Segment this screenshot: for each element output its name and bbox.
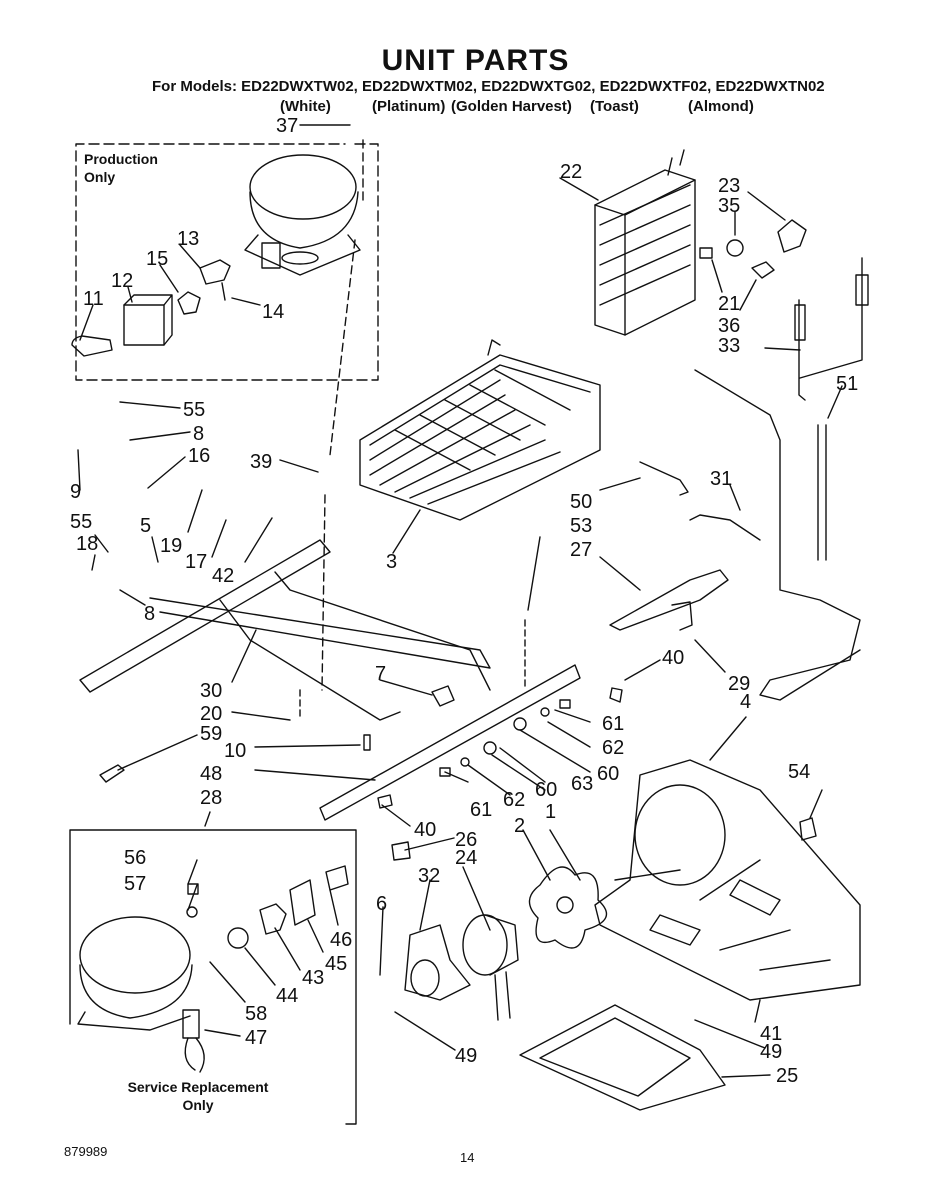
callout-label: 13 — [177, 228, 199, 250]
callout-label: 62 — [503, 789, 525, 811]
callout-label: 8 — [144, 603, 155, 625]
model-color-white: (White) — [280, 98, 331, 115]
callout-label: 57 — [124, 873, 146, 895]
callout-label: 39 — [250, 451, 272, 473]
models-line: For Models: ED22DWXTW02, ED22DWXTM02, ED… — [152, 78, 825, 95]
model-color-almond: (Almond) — [688, 98, 754, 115]
callout-label: 59 — [200, 723, 222, 745]
callout-label: 6 — [376, 893, 387, 915]
callout-label: 7 — [375, 663, 386, 685]
callout-label: 61 — [602, 713, 624, 735]
callout-label: 25 — [776, 1065, 798, 1087]
callout-label: 48 — [200, 763, 222, 785]
callout-label: 27 — [570, 539, 592, 561]
callout-label: 40 — [662, 647, 684, 669]
compressor-service-shape — [77, 916, 205, 1073]
callout-label: 60 — [597, 763, 619, 785]
callout-label: 63 — [571, 773, 593, 795]
callout-label: 55 — [183, 399, 205, 421]
callout-label: 44 — [276, 985, 298, 1007]
callout-label: 17 — [185, 551, 207, 573]
document-number: 879989 — [64, 1144, 108, 1159]
callout-label: 50 — [570, 491, 592, 513]
evaporator-shape — [594, 149, 696, 336]
model-color-platinum: (Platinum) — [372, 98, 446, 115]
callout-label: 56 — [124, 847, 146, 869]
callout-labels: 37 22 23 35 13 15 12 11 14 21 36 33 55 8… — [70, 115, 858, 1087]
compressor-production-shape — [244, 154, 361, 276]
callout-label: 35 — [718, 195, 740, 217]
callout-label: 55 — [70, 511, 92, 533]
callout-label: 32 — [418, 865, 440, 887]
callout-label: 41 — [760, 1023, 782, 1045]
callout-label: 42 — [212, 565, 234, 587]
callout-label: 23 — [718, 175, 740, 197]
condenser-shape — [359, 339, 601, 521]
callout-label: 2 — [514, 815, 525, 837]
callout-label: 15 — [146, 248, 168, 270]
callout-label: 20 — [200, 703, 222, 725]
callout-label: 14 — [262, 301, 284, 323]
callout-label: 12 — [111, 270, 133, 292]
callout-label: 43 — [302, 967, 324, 989]
service-note-line2: Only — [182, 1097, 214, 1113]
callout-label: 51 — [836, 373, 858, 395]
callout-label: 1 — [545, 801, 556, 823]
callout-label: 8 — [193, 423, 204, 445]
service-note-line1: Service Replacement — [127, 1079, 269, 1095]
production-only-box — [75, 143, 379, 381]
callout-label: 53 — [570, 515, 592, 537]
callout-label: 26 — [455, 829, 477, 851]
callout-label: 11 — [83, 288, 104, 310]
callout-label: 49 — [455, 1045, 477, 1067]
callout-label: 22 — [560, 161, 582, 183]
production-note-line1: Production — [84, 151, 158, 167]
callout-label: 3 — [386, 551, 397, 573]
service-replacement-note: Service Replacement Only — [120, 1078, 276, 1114]
model-color-toast: (Toast) — [590, 98, 639, 115]
callout-label: 61 — [470, 799, 492, 821]
callout-label: 46 — [330, 929, 352, 951]
callout-label: 33 — [718, 335, 740, 357]
callout-label: 31 — [710, 468, 732, 490]
callout-label: 18 — [76, 533, 98, 555]
fan-bracket-shape — [594, 759, 861, 1001]
callout-label: 54 — [788, 761, 810, 783]
mounting-rail-front — [79, 539, 331, 693]
callout-label: 9 — [70, 481, 81, 503]
service-replacement-box — [69, 829, 357, 1125]
callout-label: 28 — [200, 787, 222, 809]
page-title: UNIT PARTS — [381, 44, 570, 77]
callout-label: 40 — [414, 819, 436, 841]
callout-label: 10 — [224, 740, 246, 762]
callout-label: 60 — [535, 779, 557, 801]
page-number: 14 — [460, 1150, 475, 1165]
callout-label: 29 — [728, 673, 750, 695]
callout-label: 37 — [276, 115, 298, 137]
callout-label: 36 — [718, 315, 740, 337]
production-note-line2: Only — [84, 169, 116, 185]
production-only-note: Production Only — [84, 150, 158, 186]
callout-label: 45 — [325, 953, 347, 975]
model-color-golden-harvest: (Golden Harvest) — [451, 98, 572, 115]
callout-label: 5 — [140, 515, 151, 537]
callout-label: 58 — [245, 1003, 267, 1025]
callout-label: 4 — [740, 691, 751, 713]
callout-label: 49 — [760, 1041, 782, 1063]
callout-label: 24 — [455, 847, 477, 869]
callout-label: 16 — [188, 445, 210, 467]
callout-label: 62 — [602, 737, 624, 759]
callout-label: 19 — [160, 535, 182, 557]
callout-label: 30 — [200, 680, 222, 702]
callout-label: 21 — [718, 293, 740, 315]
mounting-rail-rear — [319, 664, 581, 821]
drain-pan-shape — [519, 1004, 726, 1111]
callout-label: 47 — [245, 1027, 267, 1049]
